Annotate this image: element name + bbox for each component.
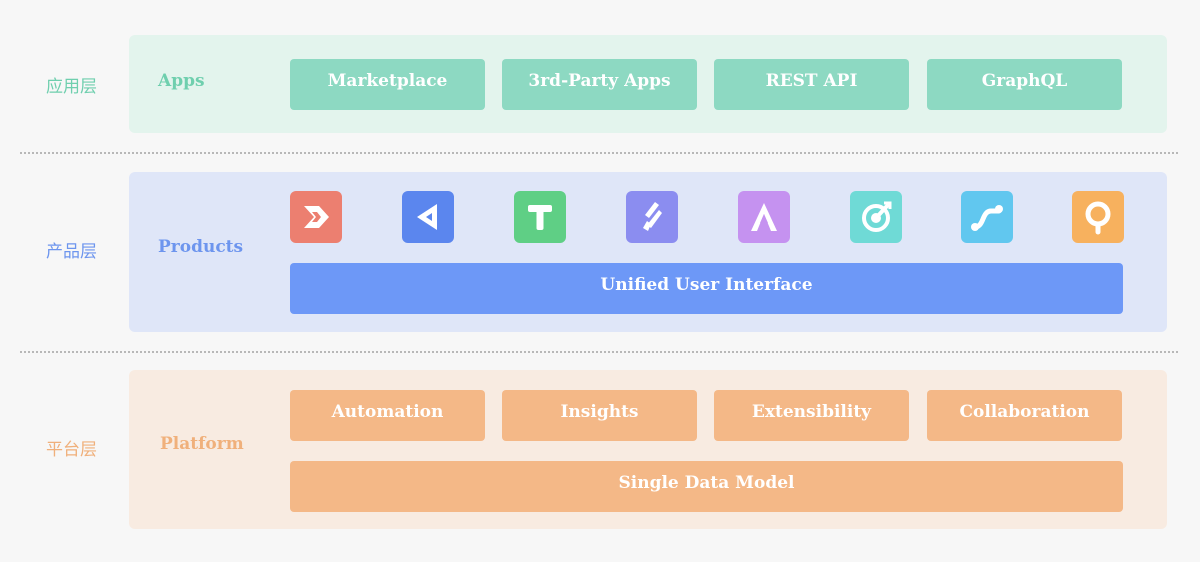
divider-products-platform <box>20 351 1178 353</box>
trello-icon[interactable] <box>514 191 566 243</box>
jira-product-discovery-icon[interactable] <box>1072 191 1124 243</box>
unified-user-interface-bar[interactable]: Unified User Interface <box>290 263 1123 314</box>
apps-layer-label: 应用层 <box>46 77 97 97</box>
platform-layer-label: 平台层 <box>46 440 97 460</box>
products-layer-title: Products <box>158 237 244 257</box>
opsgenie-icon[interactable] <box>850 191 902 243</box>
jira-work-management-icon[interactable] <box>402 191 454 243</box>
app-item-rest-api[interactable]: REST API <box>714 59 909 110</box>
platform-item-collaboration[interactable]: Collaboration <box>927 390 1122 441</box>
bitbucket-pipelines-icon[interactable] <box>961 191 1013 243</box>
platform-layer-title: Platform <box>160 434 244 454</box>
app-item-third-party-apps[interactable]: 3rd-Party Apps <box>502 59 697 110</box>
confluence-icon[interactable] <box>626 191 678 243</box>
apps-layer-title: Apps <box>158 71 205 91</box>
products-layer-label: 产品层 <box>46 242 97 262</box>
single-data-model-bar[interactable]: Single Data Model <box>290 461 1123 512</box>
platform-item-automation[interactable]: Automation <box>290 390 485 441</box>
jira-align-icon[interactable] <box>290 191 342 243</box>
divider-apps-products <box>20 152 1178 154</box>
app-item-graphql[interactable]: GraphQL <box>927 59 1122 110</box>
atlas-icon[interactable] <box>738 191 790 243</box>
platform-item-insights[interactable]: Insights <box>502 390 697 441</box>
app-item-marketplace[interactable]: Marketplace <box>290 59 485 110</box>
platform-item-extensibility[interactable]: Extensibility <box>714 390 909 441</box>
